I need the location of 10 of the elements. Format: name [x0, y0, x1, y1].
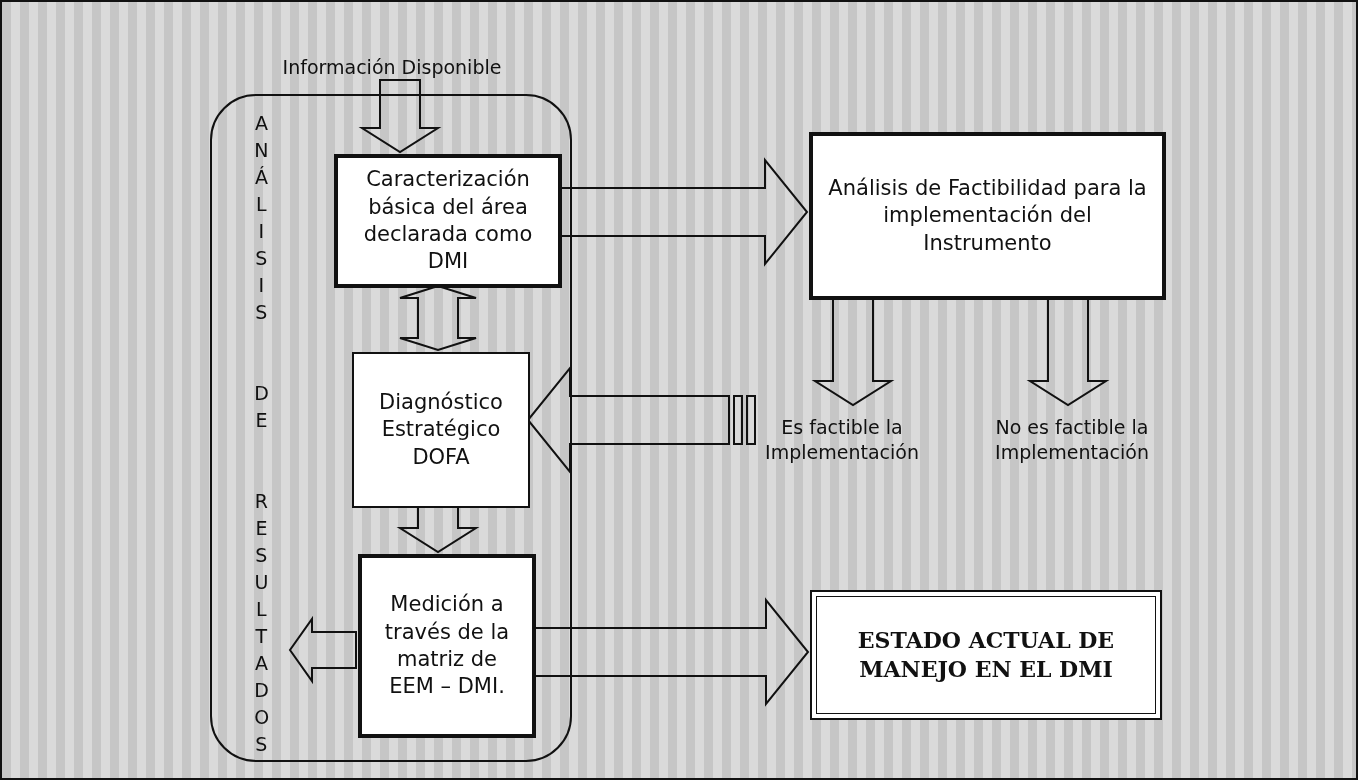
rounded-group-frame	[210, 94, 572, 762]
process-box: Análisis de Factibilidad para la implementación del Instrumento	[809, 132, 1166, 300]
result-box: ESTADO ACTUAL DE MANEJO EN EL DMI	[810, 590, 1162, 720]
process-box: Caracterización básica del área declarada como DMI	[334, 154, 562, 288]
flow-text: Información Disponible	[267, 52, 517, 82]
vertical-label: ANÁLISIS DE RESULTADOS	[253, 111, 271, 757]
process-box: Medición a través de la matriz de EEM – DMI.	[358, 554, 536, 738]
process-box: Diagnóstico Estratégico DOFA	[352, 352, 530, 508]
flow-text: No es factible la Implementación	[977, 407, 1167, 473]
flow-text: Es factible la Implementación	[757, 407, 927, 473]
